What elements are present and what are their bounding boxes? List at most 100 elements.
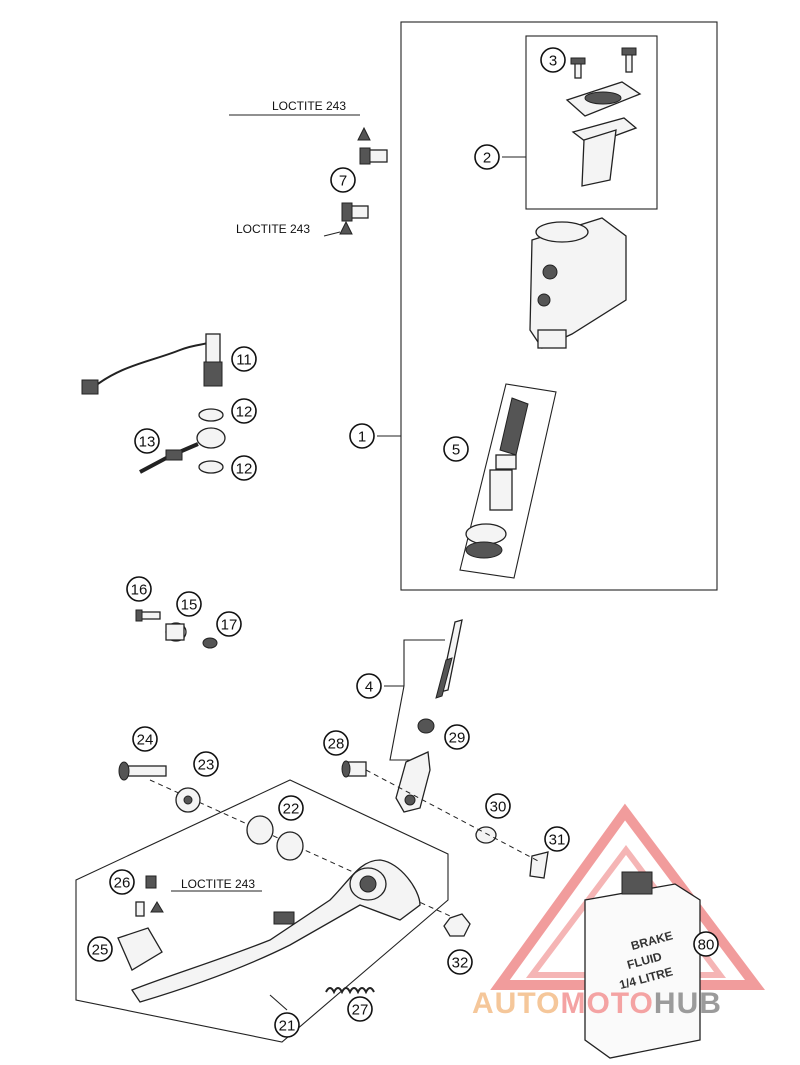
callout-c26: 26 bbox=[109, 869, 135, 895]
callout-number: 21 bbox=[279, 1018, 296, 1035]
brake-fluid-bottle: BRAKE FLUID 1/4 LITRE bbox=[584, 871, 701, 1059]
callout-c28: 28 bbox=[323, 730, 349, 756]
callout-number: 28 bbox=[328, 736, 345, 753]
callout-number: 23 bbox=[198, 757, 215, 774]
callout-number: 1 bbox=[358, 429, 366, 446]
assembly-box-21 bbox=[75, 779, 449, 1043]
callout-number: 80 bbox=[698, 937, 715, 954]
master-cylinder-body bbox=[529, 217, 627, 349]
callout-number: 24 bbox=[137, 732, 154, 749]
callout-circle bbox=[474, 144, 500, 170]
callout-circle bbox=[540, 47, 566, 73]
callout-circle bbox=[323, 730, 349, 756]
banjo-bolt-7-top bbox=[357, 126, 388, 165]
callout-number: 16 bbox=[131, 582, 148, 599]
callout-number: 4 bbox=[365, 679, 373, 696]
callout-circle bbox=[134, 428, 160, 454]
screw-3-right bbox=[621, 47, 637, 73]
washer-12-bottom bbox=[198, 460, 224, 474]
nut-17 bbox=[202, 637, 218, 649]
callout-circle bbox=[109, 869, 135, 895]
callout-number: 29 bbox=[449, 730, 466, 747]
callout-number: 12 bbox=[236, 461, 253, 478]
callout-circle bbox=[330, 167, 356, 193]
callout-number: 11 bbox=[236, 352, 252, 369]
callout-number: 25 bbox=[92, 942, 109, 959]
screw-3-left bbox=[570, 57, 586, 79]
callout-c11: 11 bbox=[231, 346, 257, 372]
callout-number: 3 bbox=[549, 53, 557, 70]
callout-circle bbox=[278, 795, 304, 821]
brake-line bbox=[139, 427, 226, 474]
assembly-box-1 bbox=[400, 21, 718, 591]
callout-circle bbox=[231, 455, 257, 481]
callout-c21: 21 bbox=[274, 1012, 300, 1038]
callout-circle bbox=[216, 611, 242, 637]
watermark-part3: HUB bbox=[654, 987, 722, 1020]
callout-c80: 80 bbox=[693, 931, 719, 957]
callout-number: 32 bbox=[452, 955, 469, 972]
nut-32 bbox=[443, 913, 471, 937]
callout-number: 2 bbox=[483, 150, 491, 167]
callout-circle bbox=[176, 591, 202, 617]
watermark-part2: MOTO bbox=[560, 987, 653, 1020]
callout-circle bbox=[231, 346, 257, 372]
callout-c23: 23 bbox=[193, 751, 219, 777]
callout-circle bbox=[132, 726, 158, 752]
callout-c5: 5 bbox=[443, 436, 469, 462]
callout-circle bbox=[274, 1012, 300, 1038]
callout-circle bbox=[693, 931, 719, 957]
banjo-bolt-7-bottom bbox=[339, 202, 369, 235]
watermark-part1: AUTO bbox=[472, 987, 560, 1020]
callout-c13: 13 bbox=[134, 428, 160, 454]
callout-number: 5 bbox=[452, 442, 460, 459]
callout-c27: 27 bbox=[347, 996, 373, 1022]
callout-c16: 16 bbox=[126, 576, 152, 602]
callout-circle bbox=[126, 576, 152, 602]
loctite-label-top: LOCTITE 243 bbox=[272, 99, 346, 113]
clevis bbox=[395, 751, 431, 813]
brake-pedal bbox=[131, 859, 421, 1003]
pedal-tip-25 bbox=[117, 927, 163, 971]
push-rod bbox=[435, 619, 463, 699]
callout-circle bbox=[347, 996, 373, 1022]
callout-c22: 22 bbox=[278, 795, 304, 821]
callout-circle bbox=[447, 949, 473, 975]
loctite-label-middle: LOCTITE 243 bbox=[236, 222, 310, 236]
callout-circle bbox=[485, 793, 511, 819]
callout-number: 22 bbox=[283, 801, 300, 818]
bolt-16 bbox=[135, 609, 161, 622]
nut-29 bbox=[417, 718, 435, 734]
brake-light-switch bbox=[81, 333, 223, 395]
return-spring bbox=[325, 987, 375, 995]
callout-number: 26 bbox=[114, 875, 131, 892]
callout-number: 15 bbox=[181, 597, 198, 614]
clip-31 bbox=[529, 851, 549, 879]
callout-number: 31 bbox=[549, 832, 566, 849]
callout-c12b: 12 bbox=[231, 455, 257, 481]
callout-circle bbox=[443, 436, 469, 462]
bushing-22-a bbox=[246, 815, 274, 845]
washer-12-top bbox=[198, 408, 224, 422]
callout-c2: 2 bbox=[474, 144, 500, 170]
callout-circle bbox=[356, 673, 382, 699]
callout-circle bbox=[444, 724, 470, 750]
callout-c24: 24 bbox=[132, 726, 158, 752]
callout-c31: 31 bbox=[544, 826, 570, 852]
callout-number: 17 bbox=[221, 617, 238, 634]
bushing-15 bbox=[165, 622, 187, 642]
bolt-24 bbox=[118, 761, 167, 781]
callout-c17: 17 bbox=[216, 611, 242, 637]
callout-number: 27 bbox=[352, 1002, 369, 1019]
callout-circle bbox=[193, 751, 219, 777]
watermark-text: AUTOMOTOHUB bbox=[472, 987, 722, 1020]
callout-c32: 32 bbox=[447, 949, 473, 975]
callout-number: 30 bbox=[490, 799, 507, 816]
assembly-box-5 bbox=[459, 383, 557, 579]
bolt-26 bbox=[135, 875, 164, 917]
loctite-label-lower: LOCTITE 243 bbox=[181, 877, 255, 891]
callout-c1: 1 bbox=[349, 423, 375, 449]
pin-28 bbox=[341, 760, 367, 778]
callout-circle bbox=[349, 423, 375, 449]
